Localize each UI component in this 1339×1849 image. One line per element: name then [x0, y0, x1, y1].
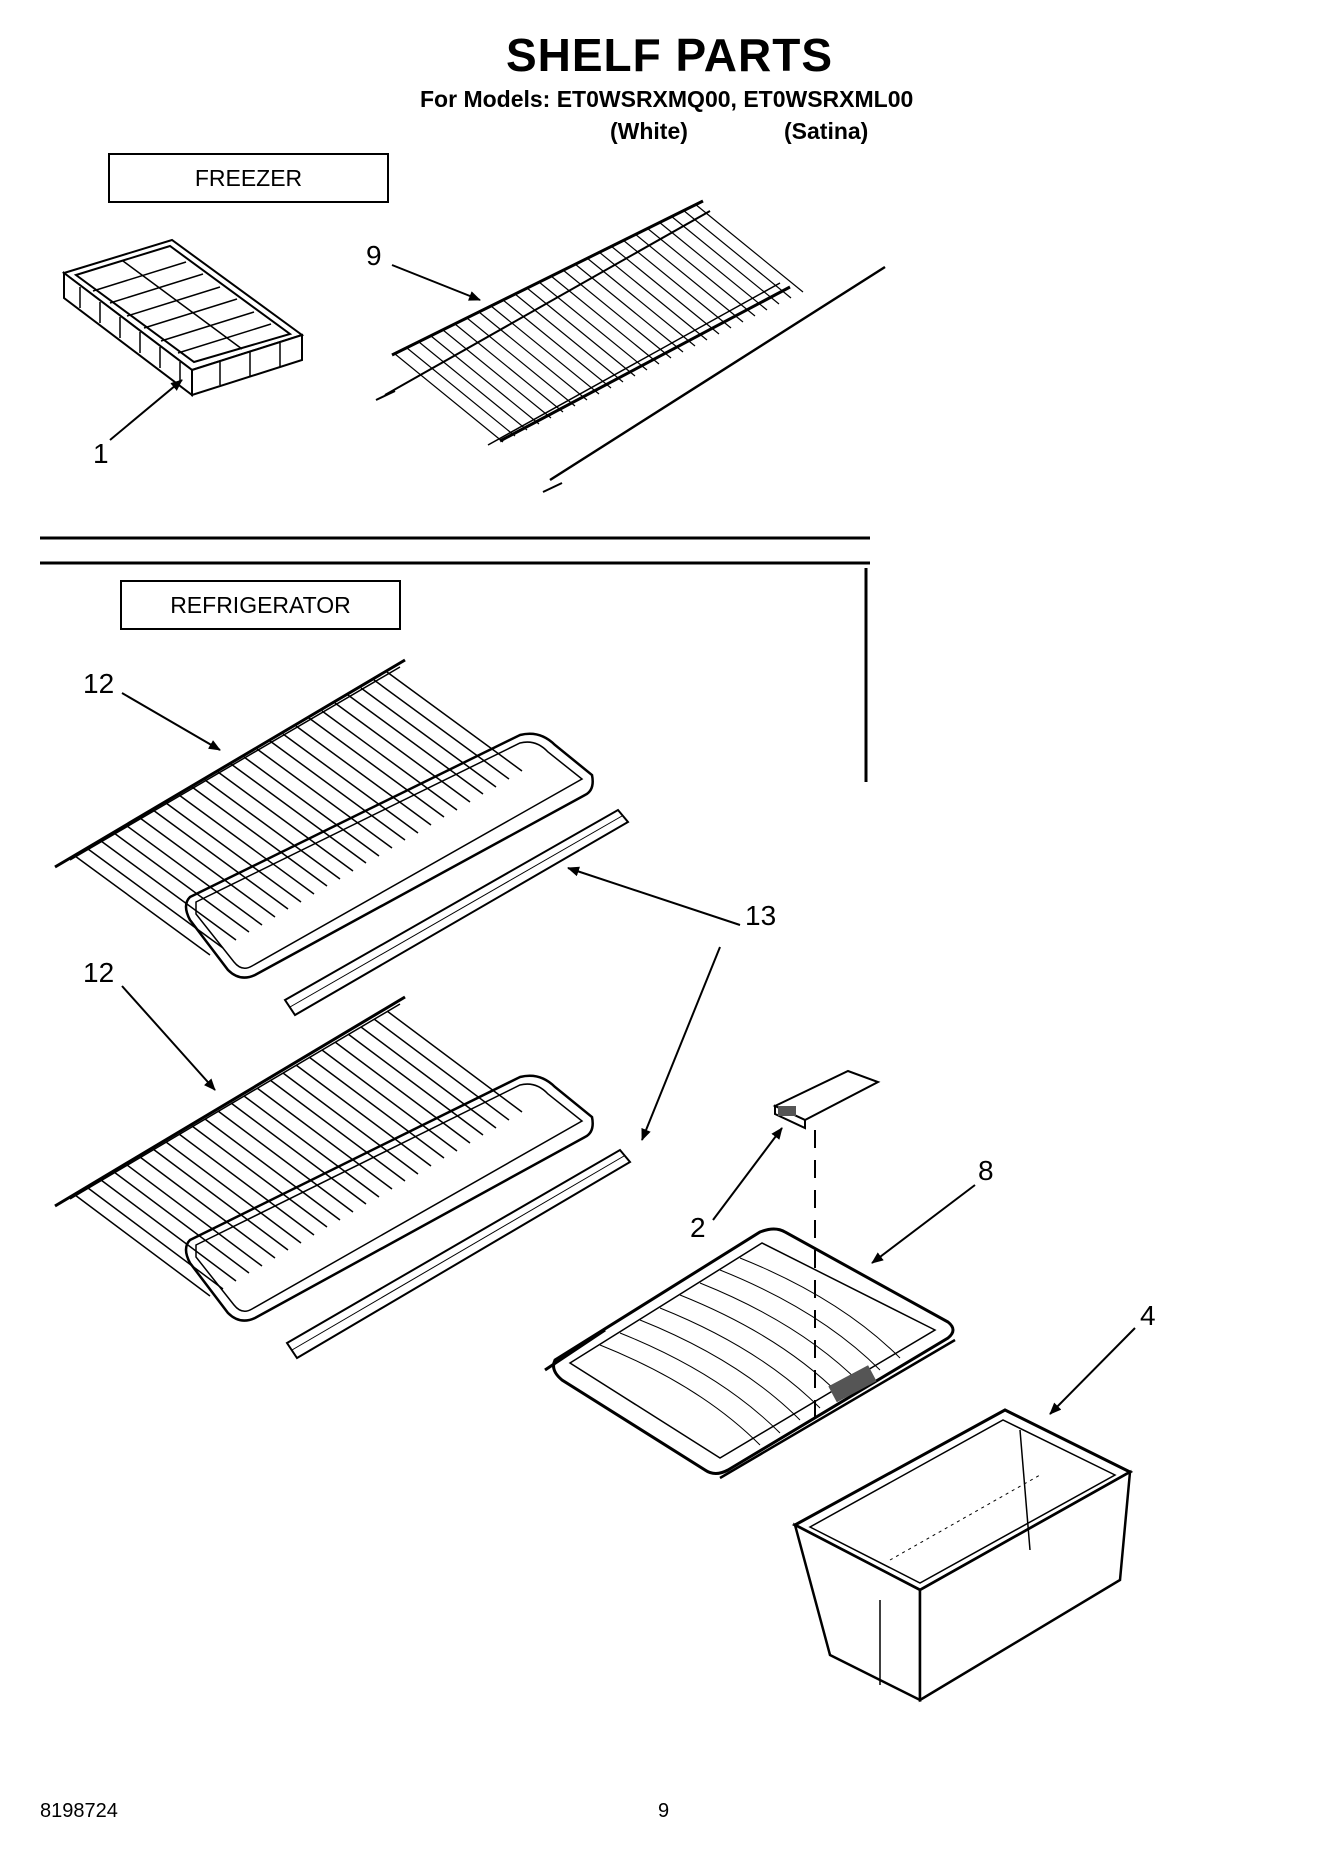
- callout-4: 4: [1140, 1300, 1156, 1331]
- trim-strip-upper-illustration: [283, 808, 630, 1017]
- callout-1: 1: [93, 438, 109, 469]
- crisper-drawer-illustration: [791, 1408, 1134, 1703]
- document-number: 8198724: [40, 1800, 118, 1822]
- callout-2: 2: [690, 1212, 706, 1243]
- leader-2: [712, 1127, 783, 1221]
- variant-white: (White): [610, 118, 688, 144]
- freezer-wire-shelf-illustration: [375, 199, 886, 493]
- callout-13: 13: [745, 900, 777, 931]
- refrigerator-shelf-upper-illustration: [54, 658, 594, 979]
- refrigerator-section-label: REFRIGERATOR: [120, 580, 401, 630]
- leader-12-upper: [121, 692, 221, 751]
- leader-9: [391, 264, 481, 301]
- ice-tray-illustration: [61, 238, 305, 398]
- callout-leaders: [109, 264, 1136, 1415]
- leader-13-upper: [567, 866, 741, 926]
- page-number: 9: [658, 1800, 670, 1822]
- trim-strip-lower-illustration: [285, 1148, 632, 1360]
- leader-12-lower: [121, 985, 216, 1091]
- callout-9: 9: [366, 240, 382, 271]
- leader-8: [871, 1184, 976, 1264]
- page-title: SHELF PARTS: [505, 29, 834, 81]
- callout-12-lower: 12: [83, 957, 115, 988]
- leader-1: [109, 379, 183, 441]
- callout-12-upper: 12: [83, 668, 115, 699]
- models-line: For Models: ET0WSRXMQ00, ET0WSRXML00: [420, 86, 914, 112]
- leader-4: [1049, 1327, 1136, 1415]
- callout-8: 8: [978, 1155, 994, 1186]
- leader-13-lower: [641, 946, 721, 1141]
- crisper-cover-illustration: [544, 1227, 956, 1480]
- freezer-section-label: FREEZER: [108, 153, 389, 203]
- clip-part-illustration: [772, 1069, 881, 1130]
- refrigerator-shelf-lower-illustration: [54, 995, 594, 1322]
- variant-satina: (Satina): [784, 118, 869, 144]
